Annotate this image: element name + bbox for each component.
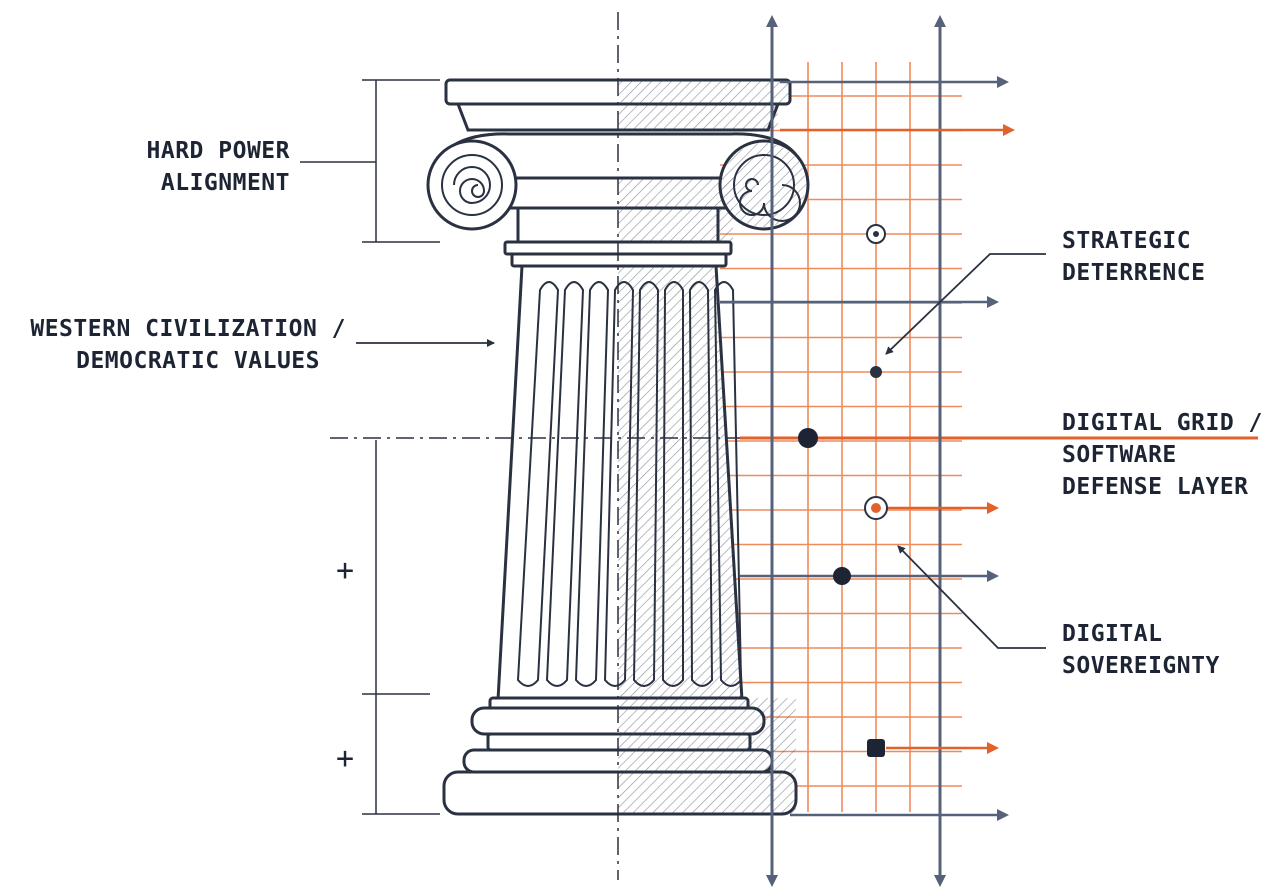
svg-text:WESTERN CIVILIZATION /: WESTERN CIVILIZATION / [30,316,346,342]
flute [516,281,560,687]
label-hard-power: HARD POWER ALIGNMENT [147,138,290,196]
flute [574,281,610,687]
flute [545,281,585,687]
label-sovereignty: DIGITAL SOVEREIGNTY [1062,621,1220,679]
svg-text:HARD POWER: HARD POWER [147,138,290,164]
svg-text:ALIGNMENT: ALIGNMENT [161,170,290,196]
svg-text:DIGITAL GRID /: DIGITAL GRID / [1062,410,1263,436]
plus-mark: + [336,553,355,588]
svg-text:DIGITAL: DIGITAL [1062,621,1162,647]
plus-mark: + [336,741,355,776]
arrow-icon [720,76,1015,821]
vertical-axes [766,15,946,887]
svg-text:SOVEREIGNTY: SOVEREIGNTY [1062,653,1220,679]
svg-text:STRATEGIC: STRATEGIC [1062,228,1191,254]
svg-text:DEFENSE LAYER: DEFENSE LAYER [1062,474,1249,500]
column-hatch [618,80,806,814]
svg-text:SOFTWARE: SOFTWARE [1062,442,1177,468]
label-digital-grid: DIGITAL GRID / SOFTWARE DEFENSE LAYER [1062,410,1263,500]
leader-lines [356,253,1046,649]
label-strategic: STRATEGIC DETERRENCE [1062,228,1205,286]
dimension-lines [300,79,440,815]
label-western: WESTERN CIVILIZATION / DEMOCRATIC VALUES [30,316,346,374]
target-node-icon [798,224,888,757]
svg-text:DETERRENCE: DETERRENCE [1062,260,1205,286]
svg-text:DEMOCRATIC VALUES: DEMOCRATIC VALUES [76,348,320,374]
